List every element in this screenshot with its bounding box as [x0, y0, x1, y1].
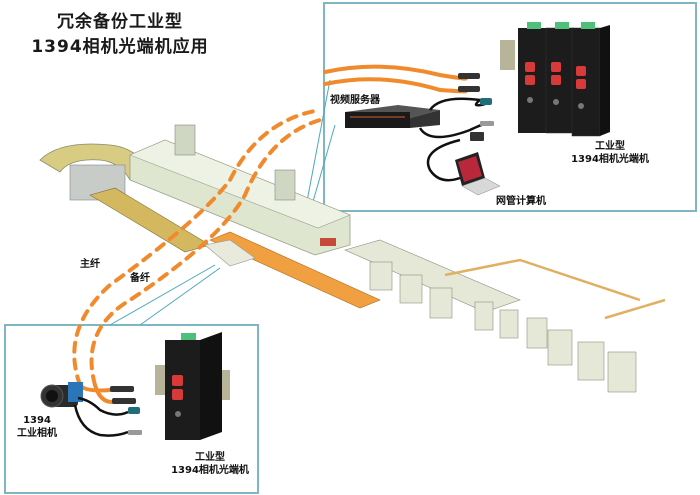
top-converter-label: 工业型 1394相机光端机 — [570, 140, 650, 166]
leader-line-top-1 — [304, 79, 331, 213]
production-line — [39, 124, 666, 393]
oven-top — [129, 139, 351, 229]
oven-chimney-1 — [174, 124, 196, 156]
industrial-camera-icon — [40, 382, 83, 408]
bnc-connector-icon — [128, 430, 142, 435]
fiber-connector-icon — [110, 386, 134, 392]
backup-fiber-line — [89, 118, 322, 387]
fiber-port-icon — [576, 79, 586, 89]
converter-unit-2 — [545, 22, 575, 134]
camera-label-line-1: 1394 — [23, 415, 51, 426]
overhead-rail — [444, 258, 641, 302]
backup-fiber-label: 备纤 — [130, 273, 150, 284]
firewire-port-icon — [578, 103, 584, 109]
fiber-port-icon — [525, 62, 535, 72]
top-converter-label-line-2: 1394相机光端机 — [571, 154, 649, 165]
firewire-port-icon — [553, 99, 559, 105]
serial-cable — [426, 138, 461, 182]
main-fiber-line — [72, 108, 322, 387]
din-rail-left — [155, 365, 165, 395]
bottom-converter-label-line-1: 工业型 — [195, 452, 225, 463]
din-rail-right — [220, 370, 230, 400]
nms-computer-label: 网管计算机 — [496, 196, 546, 207]
fiber-connector-icon — [458, 86, 480, 92]
video-server-label: 视频服务器 — [330, 95, 380, 106]
firewire-connector-icon — [128, 407, 140, 414]
camera-firewire-cable — [77, 396, 129, 416]
fiber-port-icon — [172, 389, 183, 400]
title-line-1: 冗余备份工业型 — [57, 12, 183, 32]
fiber-port-icon — [525, 75, 535, 85]
top-fiber-connectors — [458, 73, 480, 92]
bnc-connector-icon — [480, 121, 494, 126]
din-rail-left — [500, 40, 515, 70]
main-fiber-label: 主纤 — [80, 259, 100, 270]
bottom-converter-unit — [155, 332, 230, 440]
oven-display — [320, 238, 336, 246]
conveyor-drive — [204, 239, 256, 267]
callout-leader-lines — [109, 79, 336, 326]
oven-chimney-2 — [274, 169, 296, 201]
video-server-icon — [345, 105, 440, 128]
fiber-port-icon — [172, 375, 183, 386]
leader-line-top-2 — [309, 124, 336, 213]
leader-line-bottom-1 — [109, 264, 216, 326]
db9-connector-icon — [470, 132, 484, 141]
sheeting-machines — [344, 239, 637, 393]
firewire-port-icon — [527, 97, 533, 103]
orange-conveyor — [209, 231, 381, 309]
top-converter-label-line-1: 工业型 — [595, 141, 625, 152]
top-converter-group — [500, 22, 610, 137]
fiber-port-icon — [551, 62, 561, 72]
camera-label-line-2: 工业相机 — [17, 428, 57, 439]
main-fiber-top — [323, 64, 468, 81]
firewire-cable — [428, 97, 486, 111]
title-line-2: 1394相机光端机应用 — [31, 37, 209, 57]
fiber-connector-icon — [112, 398, 136, 404]
leader-line-bottom-2 — [139, 267, 221, 326]
firewire-connector-icon — [480, 98, 492, 105]
backup-fiber-top — [323, 77, 468, 94]
converter-unit-1 — [518, 22, 546, 133]
fiber-port-icon — [576, 66, 586, 76]
firewire-port-icon — [175, 411, 181, 417]
camera-cables — [73, 396, 129, 437]
camera-label: 1394 工业相机 — [12, 414, 62, 440]
bottom-converter-label-line-2: 1394相机光端机 — [171, 465, 249, 476]
fiber-port-icon — [551, 75, 561, 85]
overhead-rail-2 — [604, 298, 666, 320]
nms-laptop-icon — [455, 152, 501, 196]
converter-unit-3 — [571, 22, 610, 137]
fiber-connector-icon — [458, 73, 480, 79]
backup-fiber-bottom — [93, 383, 114, 404]
diagram-title: 冗余备份工业型 1394相机光端机应用 — [20, 10, 220, 60]
bottom-converter-label: 工业型 1394相机光端机 — [170, 451, 250, 477]
camera-coax-cable — [73, 404, 129, 437]
